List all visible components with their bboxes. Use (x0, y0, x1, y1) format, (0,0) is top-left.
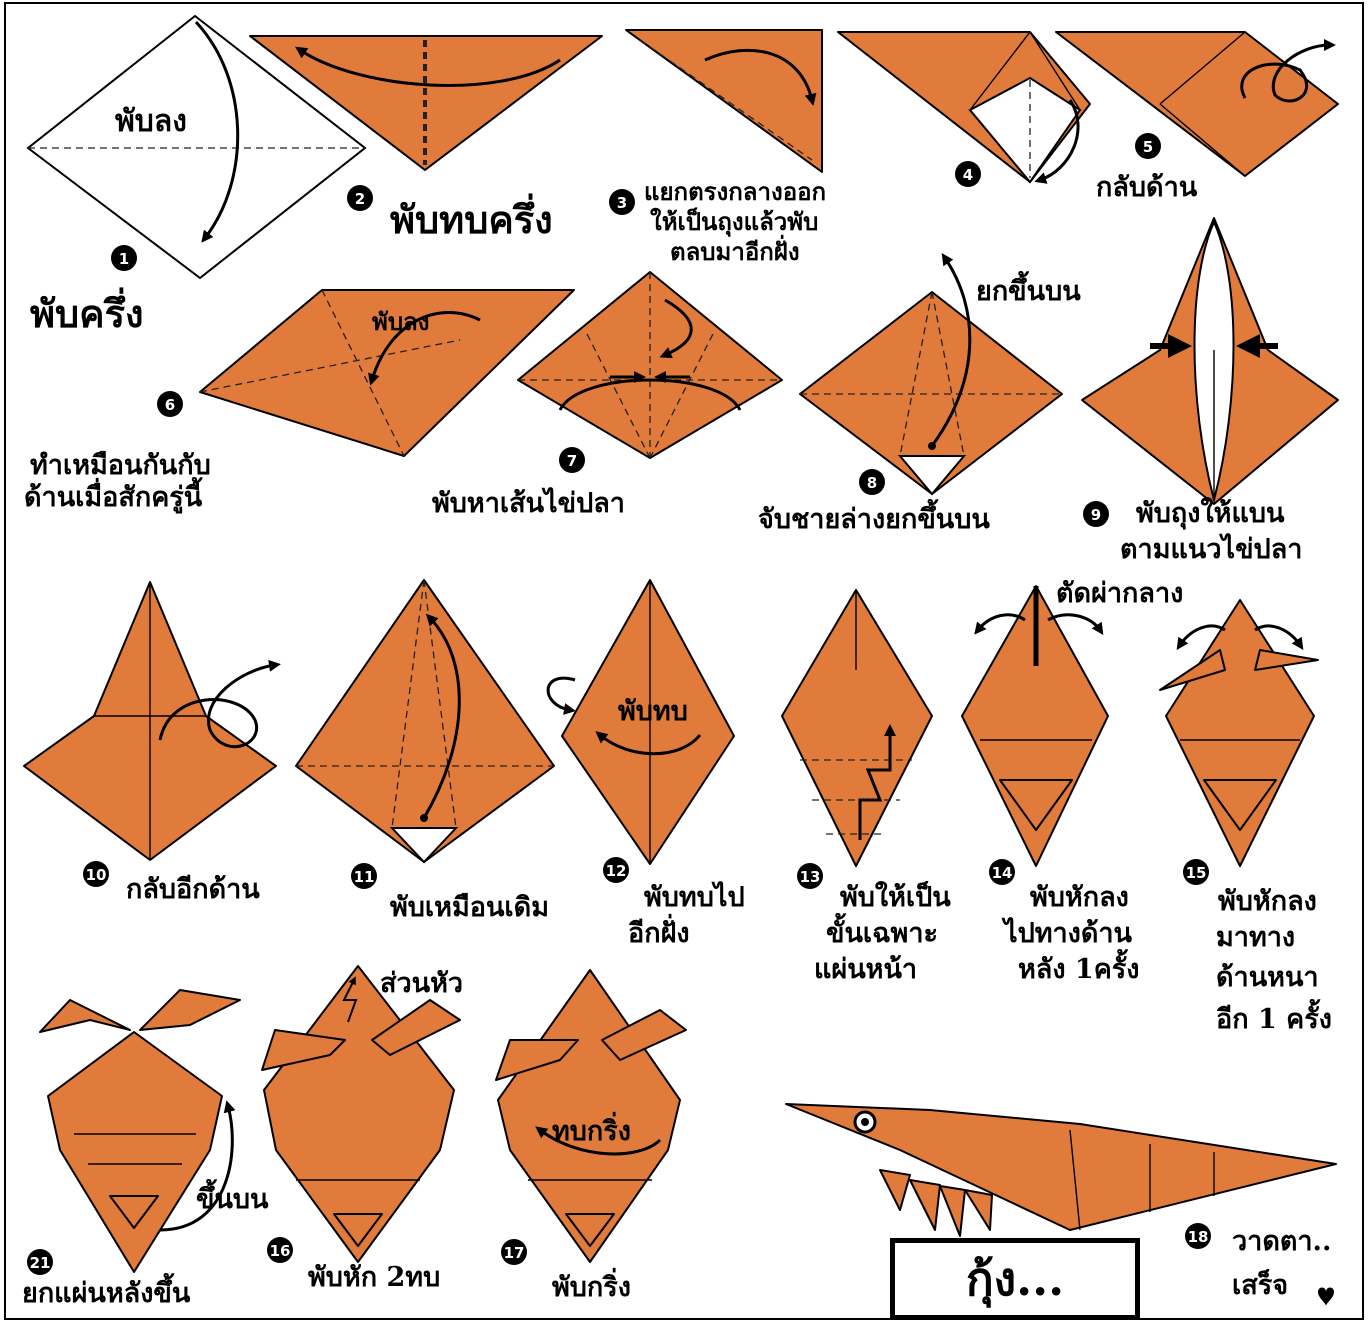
svg-text:16: 16 (270, 1242, 291, 1260)
step-18-label-line-1: วาดตา.. (1232, 1226, 1331, 1258)
step-6-label-line-1: ทำเหมือนกันกับ (30, 450, 211, 482)
step-21-fold-label: ขึ้นบน (196, 1184, 269, 1216)
step-14-cut-label: ตัดผ่ากลาง (1056, 578, 1183, 610)
step-15-label-line-1: พับหักลง (1218, 886, 1317, 918)
step-13-label-line-3: แผ่นหน้า (814, 954, 917, 986)
svg-text:17: 17 (504, 1244, 525, 1262)
step-5-label: กลับด้าน (1096, 172, 1197, 204)
svg-text:18: 18 (1188, 1228, 1209, 1246)
svg-text:4: 4 (963, 166, 973, 184)
heart-icon (1318, 1288, 1334, 1307)
step-17-number: 17 (501, 1239, 527, 1265)
step-8-label: จับชายล่างยกขึ้นบน (758, 504, 990, 536)
step-16-number: 16 (267, 1237, 293, 1263)
step-15-number: 15 (1183, 859, 1209, 885)
step-5-figure (1056, 32, 1338, 176)
step-14-label-line-1: พับหักลง (1030, 882, 1129, 914)
step-10-number: 10 (83, 861, 109, 887)
step-9-label-line-1: พับถุงให้แบน (1136, 498, 1284, 530)
step-9-number: 9 (1083, 501, 1109, 527)
step-3-figure (626, 30, 822, 172)
step-11-label: พับเหมือนเดิม (390, 892, 549, 924)
step-4-figure (838, 32, 1090, 182)
step-21-figure (40, 990, 240, 1272)
step-1-label: พับครึ่ง (30, 292, 144, 337)
step-3-label-line-1: แยกตรงกลางออก (644, 178, 826, 206)
step-11-figure (296, 580, 554, 862)
step-3-label-line-3: ตลบมาอีกฝั่ง (670, 238, 800, 266)
step-2-label: พับทบครึ่ง (390, 198, 553, 243)
diagram-title: กุ้ง... (890, 1238, 1140, 1320)
step-6-fold-label: พับลง (372, 308, 429, 336)
step-15-label-line-3: ด้านหนา (1216, 962, 1319, 994)
step-15-label-line-4: อีก 1 ครั้ง (1216, 1004, 1332, 1036)
step-6-number: 6 (157, 391, 183, 417)
svg-text:2: 2 (355, 190, 365, 208)
step-9-figure (1082, 218, 1338, 504)
step-13-label-line-1: พับให้เป็น (840, 882, 951, 914)
step-15-label-line-2: มาทาง (1216, 922, 1295, 954)
step-21-number: 21 (27, 1249, 53, 1275)
step-8-number: 8 (859, 469, 885, 495)
step-13-label-line-2: ขั้นเฉพาะ (826, 918, 938, 950)
step-8-fold-label: ยกขึ้นบน (976, 276, 1081, 308)
step-18-shrimp (786, 1104, 1336, 1236)
step-12-label-line-1: พับทบไป (644, 882, 745, 914)
step-9-label-line-2: ตามแนวไข่ปลา (1120, 534, 1302, 566)
step-17-fold-label: ทบกริ่ง (552, 1116, 631, 1148)
step-7-number: 7 (559, 447, 585, 473)
step-10-figure (24, 582, 276, 860)
step-3-label-line-2: ให้เป็นถุงแล้วพับ (650, 208, 818, 236)
step-17-label: พับกริ่ง (552, 1272, 631, 1304)
step-16-label: พับหัก 2ทบ (308, 1262, 440, 1294)
svg-text:3: 3 (617, 194, 627, 212)
step-13-figure (782, 590, 932, 866)
svg-text:15: 15 (1186, 864, 1207, 882)
step-18-number: 18 (1185, 1223, 1211, 1249)
step-2-number: 2 (347, 185, 373, 211)
step-10-label: กลับอีกด้าน (126, 874, 260, 906)
step-16-head-label: ส่วนหัว (380, 968, 463, 1000)
svg-text:9: 9 (1091, 506, 1101, 524)
step-14-number: 14 (989, 859, 1015, 885)
svg-text:5: 5 (1143, 138, 1153, 156)
step-1-fold-label: พับลง (115, 104, 187, 139)
svg-text:21: 21 (30, 1254, 51, 1272)
step-1-number: 1 (111, 245, 137, 271)
svg-text:10: 10 (86, 866, 107, 884)
step-15-figure (1160, 600, 1318, 866)
step-14-label-line-3: หลัง 1ครั้ง (1018, 954, 1139, 986)
svg-text:6: 6 (165, 396, 175, 414)
svg-text:1: 1 (119, 250, 129, 268)
step-13-number: 13 (797, 863, 823, 889)
svg-text:7: 7 (567, 452, 577, 470)
step-7-label: พับหาเส้นไข่ปลา (432, 488, 625, 520)
svg-text:8: 8 (867, 474, 877, 492)
step-16-figure (262, 966, 460, 1262)
step-4-number: 4 (955, 161, 981, 187)
step-12-number: 12 (603, 857, 629, 883)
step-12-fold-label: พับทบ (618, 696, 688, 728)
svg-text:13: 13 (800, 868, 821, 886)
step-6-label-line-2: ด้านเมื่อสักครู่นี้ (24, 482, 202, 514)
step-14-label-line-2: ไปทางด้าน (1004, 918, 1132, 950)
svg-text:14: 14 (992, 864, 1013, 882)
step-18-label-line-2: เสร็จ (1232, 1270, 1288, 1302)
svg-text:12: 12 (606, 862, 627, 880)
step-21-label: ยกแผ่นหลังขึ้น (22, 1278, 190, 1310)
step-14-figure (962, 586, 1108, 866)
step-5-number: 5 (1135, 133, 1161, 159)
step-12-label-line-2: อีกฝั่ง (628, 918, 690, 950)
step-11-number: 11 (351, 863, 377, 889)
step-3-number: 3 (609, 189, 635, 215)
svg-text:11: 11 (354, 868, 375, 886)
